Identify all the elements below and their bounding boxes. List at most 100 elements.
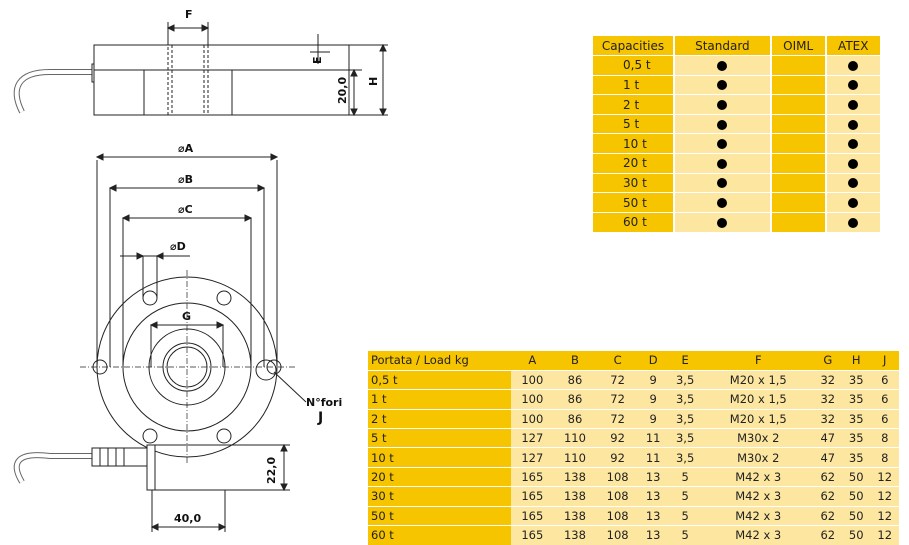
load-cell: 110 [553, 428, 597, 448]
load-header-cell: J [870, 351, 899, 371]
oiml-cell [770, 113, 827, 134]
atex-cell [825, 113, 883, 134]
standard-cell [674, 153, 772, 174]
load-cell: 13 [638, 466, 668, 487]
load-label: 50 t [368, 505, 511, 526]
load-cell: 72 [596, 408, 639, 429]
load-label: 0,5 t [368, 369, 511, 390]
load-cell: 6 [870, 408, 899, 429]
load-cell: 138 [553, 486, 597, 507]
load-cell: 12 [870, 505, 899, 526]
standard-cell [674, 94, 772, 115]
load-cell: 92 [596, 428, 639, 448]
cell-body-side [93, 44, 350, 116]
load-header-cell: A [511, 351, 554, 371]
capacity-label: 30 t [593, 172, 675, 193]
dim-label-e: E [311, 56, 324, 64]
load-label: 5 t [368, 428, 511, 448]
load-cell: 50 [842, 466, 871, 487]
load-cell: 165 [511, 505, 554, 526]
dim-label-22: 22,0 [265, 457, 278, 484]
load-cell: 138 [553, 505, 597, 526]
filled-dot-icon [717, 119, 728, 130]
load-cell: 12 [870, 525, 899, 545]
load-cell: 5 [667, 466, 703, 487]
load-cell: 108 [596, 486, 639, 507]
side-view: F E 20,0 H [13, 8, 388, 117]
dim-label-40: 40,0 [174, 512, 201, 525]
load-cell: 62 [813, 525, 843, 545]
load-header-cell: F [702, 351, 814, 371]
load-cell: 47 [813, 447, 843, 468]
filled-dot-icon [717, 80, 728, 91]
load-cell: 9 [638, 369, 668, 390]
capacity-label: 10 t [593, 133, 675, 154]
load-cell: 5 [667, 486, 703, 507]
filled-dot-icon [848, 198, 859, 209]
load-cell: 13 [638, 525, 668, 545]
oiml-cell [770, 55, 827, 76]
capacities-row: 50 t [593, 192, 883, 213]
load-cell: 86 [553, 389, 597, 410]
load-cell: 5 [667, 505, 703, 526]
load-header-cell: B [553, 351, 597, 371]
load-cell: 32 [813, 369, 843, 390]
standard-cell [674, 133, 772, 154]
dim-label-h: H [367, 77, 380, 86]
capacities-row: 10 t [593, 133, 883, 154]
load-cell: 138 [553, 466, 597, 487]
load-cell: 12 [870, 486, 899, 507]
dim-label-20: 20,0 [336, 77, 349, 104]
load-cell: M30x 2 [702, 428, 814, 448]
load-cell: 100 [511, 408, 554, 429]
oiml-cell [770, 172, 827, 193]
oiml-cell [770, 192, 827, 213]
load-cell: 108 [596, 525, 639, 545]
load-cell: 11 [638, 428, 668, 448]
header-standard: Standard [674, 36, 772, 56]
standard-cell [674, 172, 772, 193]
load-cell: 62 [813, 486, 843, 507]
filled-dot-icon [848, 217, 859, 228]
load-cell: M30x 2 [702, 447, 814, 468]
load-cell: 32 [813, 408, 843, 429]
capacities-row: 1 t [593, 74, 883, 95]
filled-dot-icon [717, 178, 728, 189]
load-label: 20 t [368, 466, 511, 487]
load-header-cell: H [842, 351, 871, 371]
load-cell: 3,5 [667, 447, 703, 468]
capacities-row: 2 t [593, 94, 883, 115]
dim-label-c: ⌀C [178, 203, 193, 216]
capacity-label: 5 t [593, 113, 675, 134]
load-cell: 50 [842, 525, 871, 545]
standard-cell [674, 211, 772, 232]
oiml-cell [770, 133, 827, 154]
load-label: 10 t [368, 447, 511, 468]
load-cell: 11 [638, 447, 668, 468]
load-cell: M42 x 3 [702, 525, 814, 545]
header-atex: ATEX [825, 36, 883, 56]
load-cell: 13 [638, 486, 668, 507]
load-cell: M42 x 3 [702, 466, 814, 487]
load-cell: 6 [870, 389, 899, 410]
dim-label-b: ⌀B [178, 173, 193, 186]
load-label: 30 t [368, 486, 511, 507]
load-cell: 165 [511, 466, 554, 487]
load-cell: 47 [813, 428, 843, 448]
atex-cell [825, 172, 883, 193]
filled-dot-icon [717, 100, 728, 111]
load-cell: 32 [813, 389, 843, 410]
load-cell: 165 [511, 486, 554, 507]
load-cell: 86 [553, 369, 597, 390]
load-cell: M42 x 3 [702, 505, 814, 526]
capacities-row: 20 t [593, 153, 883, 174]
filled-dot-icon [848, 178, 859, 189]
